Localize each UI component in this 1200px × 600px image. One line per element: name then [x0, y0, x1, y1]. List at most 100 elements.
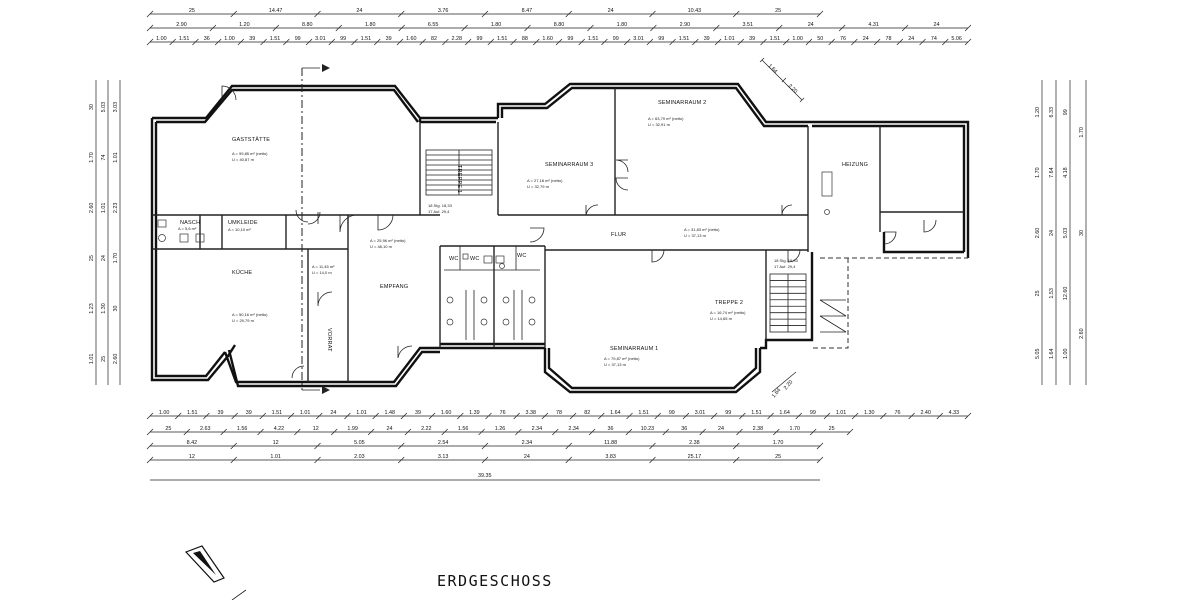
- dimension-value: 14.47: [269, 8, 283, 14]
- dimension-value: 6.33: [1049, 107, 1055, 118]
- dimension-value: 2.40: [920, 410, 931, 416]
- dimension-value: 24: [386, 426, 392, 432]
- dimension-value: 30: [89, 104, 95, 110]
- dimension-value: 12: [189, 454, 195, 460]
- dimension-tick: [428, 412, 436, 420]
- dimension-value: 24: [863, 36, 869, 42]
- dimension-tick: [314, 10, 321, 18]
- dimension-tick: [714, 38, 722, 46]
- dimension-tick: [838, 24, 846, 32]
- dimension-value: 1.70: [1035, 167, 1041, 178]
- dimension-value: 99: [725, 410, 731, 416]
- dimension-value: 1.56: [458, 426, 469, 432]
- room-treppe1-steps: 18 Stg. 18,33: [428, 203, 453, 208]
- dimension-tick: [315, 412, 323, 420]
- dimension-tick: [146, 456, 154, 464]
- dimension-tick: [625, 428, 633, 436]
- dimension-value: 25: [165, 426, 171, 432]
- dimension-value: 3.01: [633, 36, 644, 42]
- dimension-value: 99: [340, 36, 346, 42]
- dimension-value: 25: [775, 454, 781, 460]
- dimension-tick: [305, 38, 313, 46]
- dimension-value: 1.01: [89, 354, 95, 365]
- dimension-tick: [524, 24, 531, 32]
- dimension-value: 99: [613, 36, 619, 42]
- dimension-tick: [654, 412, 661, 420]
- angle-dim-1: 1.64: [767, 63, 779, 75]
- dimension-tick: [816, 442, 824, 450]
- dimension-tick: [816, 10, 824, 18]
- dimension-value: 1.48: [385, 410, 396, 416]
- room-seminar3-name: SEMINARRAUM 3: [545, 162, 593, 168]
- dimension-tick: [441, 428, 448, 436]
- dimension-value: 3.51: [743, 22, 754, 28]
- room-empfang-perimeter: U = 48,10 m: [370, 244, 393, 249]
- dimension-tick: [816, 456, 824, 464]
- right-dimension-chains: 1.201.702.60255.056.337.64241.531.64994.…: [1035, 80, 1087, 385]
- dimension-value: 2.60: [113, 354, 119, 365]
- dimension-value: 1.01: [270, 454, 281, 460]
- dimension-value: 3.83: [605, 454, 616, 460]
- dimension-value: 1.00: [1063, 349, 1069, 360]
- sanitary-fixtures: [157, 171, 833, 326]
- building-walls: [150, 82, 970, 394]
- stair-1: [425, 149, 493, 196]
- dimension-value: 36: [608, 426, 614, 432]
- dimension-tick: [169, 38, 176, 46]
- dimension-tick: [533, 38, 540, 46]
- dimension-value: 99: [810, 410, 816, 416]
- room-seminar2-area: A = 63,79 m² (netto): [648, 116, 684, 121]
- dimension-tick: [782, 38, 790, 46]
- dimension-value: 2.60: [1079, 328, 1085, 339]
- dimension-value: 25: [101, 356, 107, 362]
- dimension-tick: [481, 10, 489, 18]
- dimension-value: 99: [567, 36, 573, 42]
- dimension-value: 1.60: [441, 410, 452, 416]
- dimension-value: 1.51: [497, 36, 508, 42]
- dimension-value: 4.31: [868, 22, 879, 28]
- dimension-tick: [623, 38, 631, 46]
- room-flur-perimeter: U = 37,13 m: [684, 233, 707, 238]
- dimension-tick: [209, 24, 217, 32]
- dimension-value: 39: [749, 36, 755, 42]
- dimension-value: 25: [89, 255, 95, 261]
- room-kueche-perimeter: U = 29,79 m: [232, 318, 255, 323]
- dimension-value: 50: [817, 36, 823, 42]
- dimension-tick: [398, 456, 405, 464]
- dimension-value: 1.51: [179, 36, 190, 42]
- dimension-value: 1.30: [864, 410, 875, 416]
- dimension-tick: [230, 456, 237, 464]
- dimension-tick: [237, 38, 245, 46]
- dimension-tick: [795, 412, 803, 420]
- dimension-value: 1.23: [89, 303, 95, 314]
- dimension-value: 1.00: [224, 36, 235, 42]
- room-treppe1-note: 17 Auf. 29,4: [428, 209, 450, 214]
- dimension-tick: [146, 38, 154, 46]
- dimension-value: 3.03: [113, 102, 119, 113]
- dimension-tick: [174, 412, 182, 420]
- dimension-tick: [649, 442, 656, 450]
- dimension-tick: [713, 24, 720, 32]
- dimension-value: 12.60: [1063, 287, 1069, 301]
- dimension-tick: [231, 412, 238, 420]
- dimension-value: 36: [204, 36, 210, 42]
- dimension-tick: [396, 38, 404, 46]
- dimension-value: 2.03: [354, 454, 365, 460]
- dimension-value: 78: [556, 410, 562, 416]
- dimension-value: 5.05: [354, 440, 365, 446]
- dimension-tick: [457, 412, 464, 420]
- dimension-tick: [487, 38, 495, 46]
- dimension-value: 1.60: [406, 36, 417, 42]
- room-umkleide-area: A = 10,10 m²: [228, 227, 251, 232]
- dimension-value: 36: [681, 426, 687, 432]
- dimension-tick: [908, 412, 915, 420]
- dimension-value: 1.00: [159, 410, 170, 416]
- dimension-value: 5.03: [101, 102, 107, 113]
- room-labels: GASTSTÄTTE A = 99,85 m² (netto) U = 40,8…: [178, 100, 868, 367]
- dimension-tick: [259, 412, 267, 420]
- dimension-tick: [398, 24, 405, 32]
- dimension-value: 2.38: [689, 440, 700, 446]
- dimension-value: 11.88: [604, 440, 617, 446]
- terrace-outline-side: [812, 258, 849, 349]
